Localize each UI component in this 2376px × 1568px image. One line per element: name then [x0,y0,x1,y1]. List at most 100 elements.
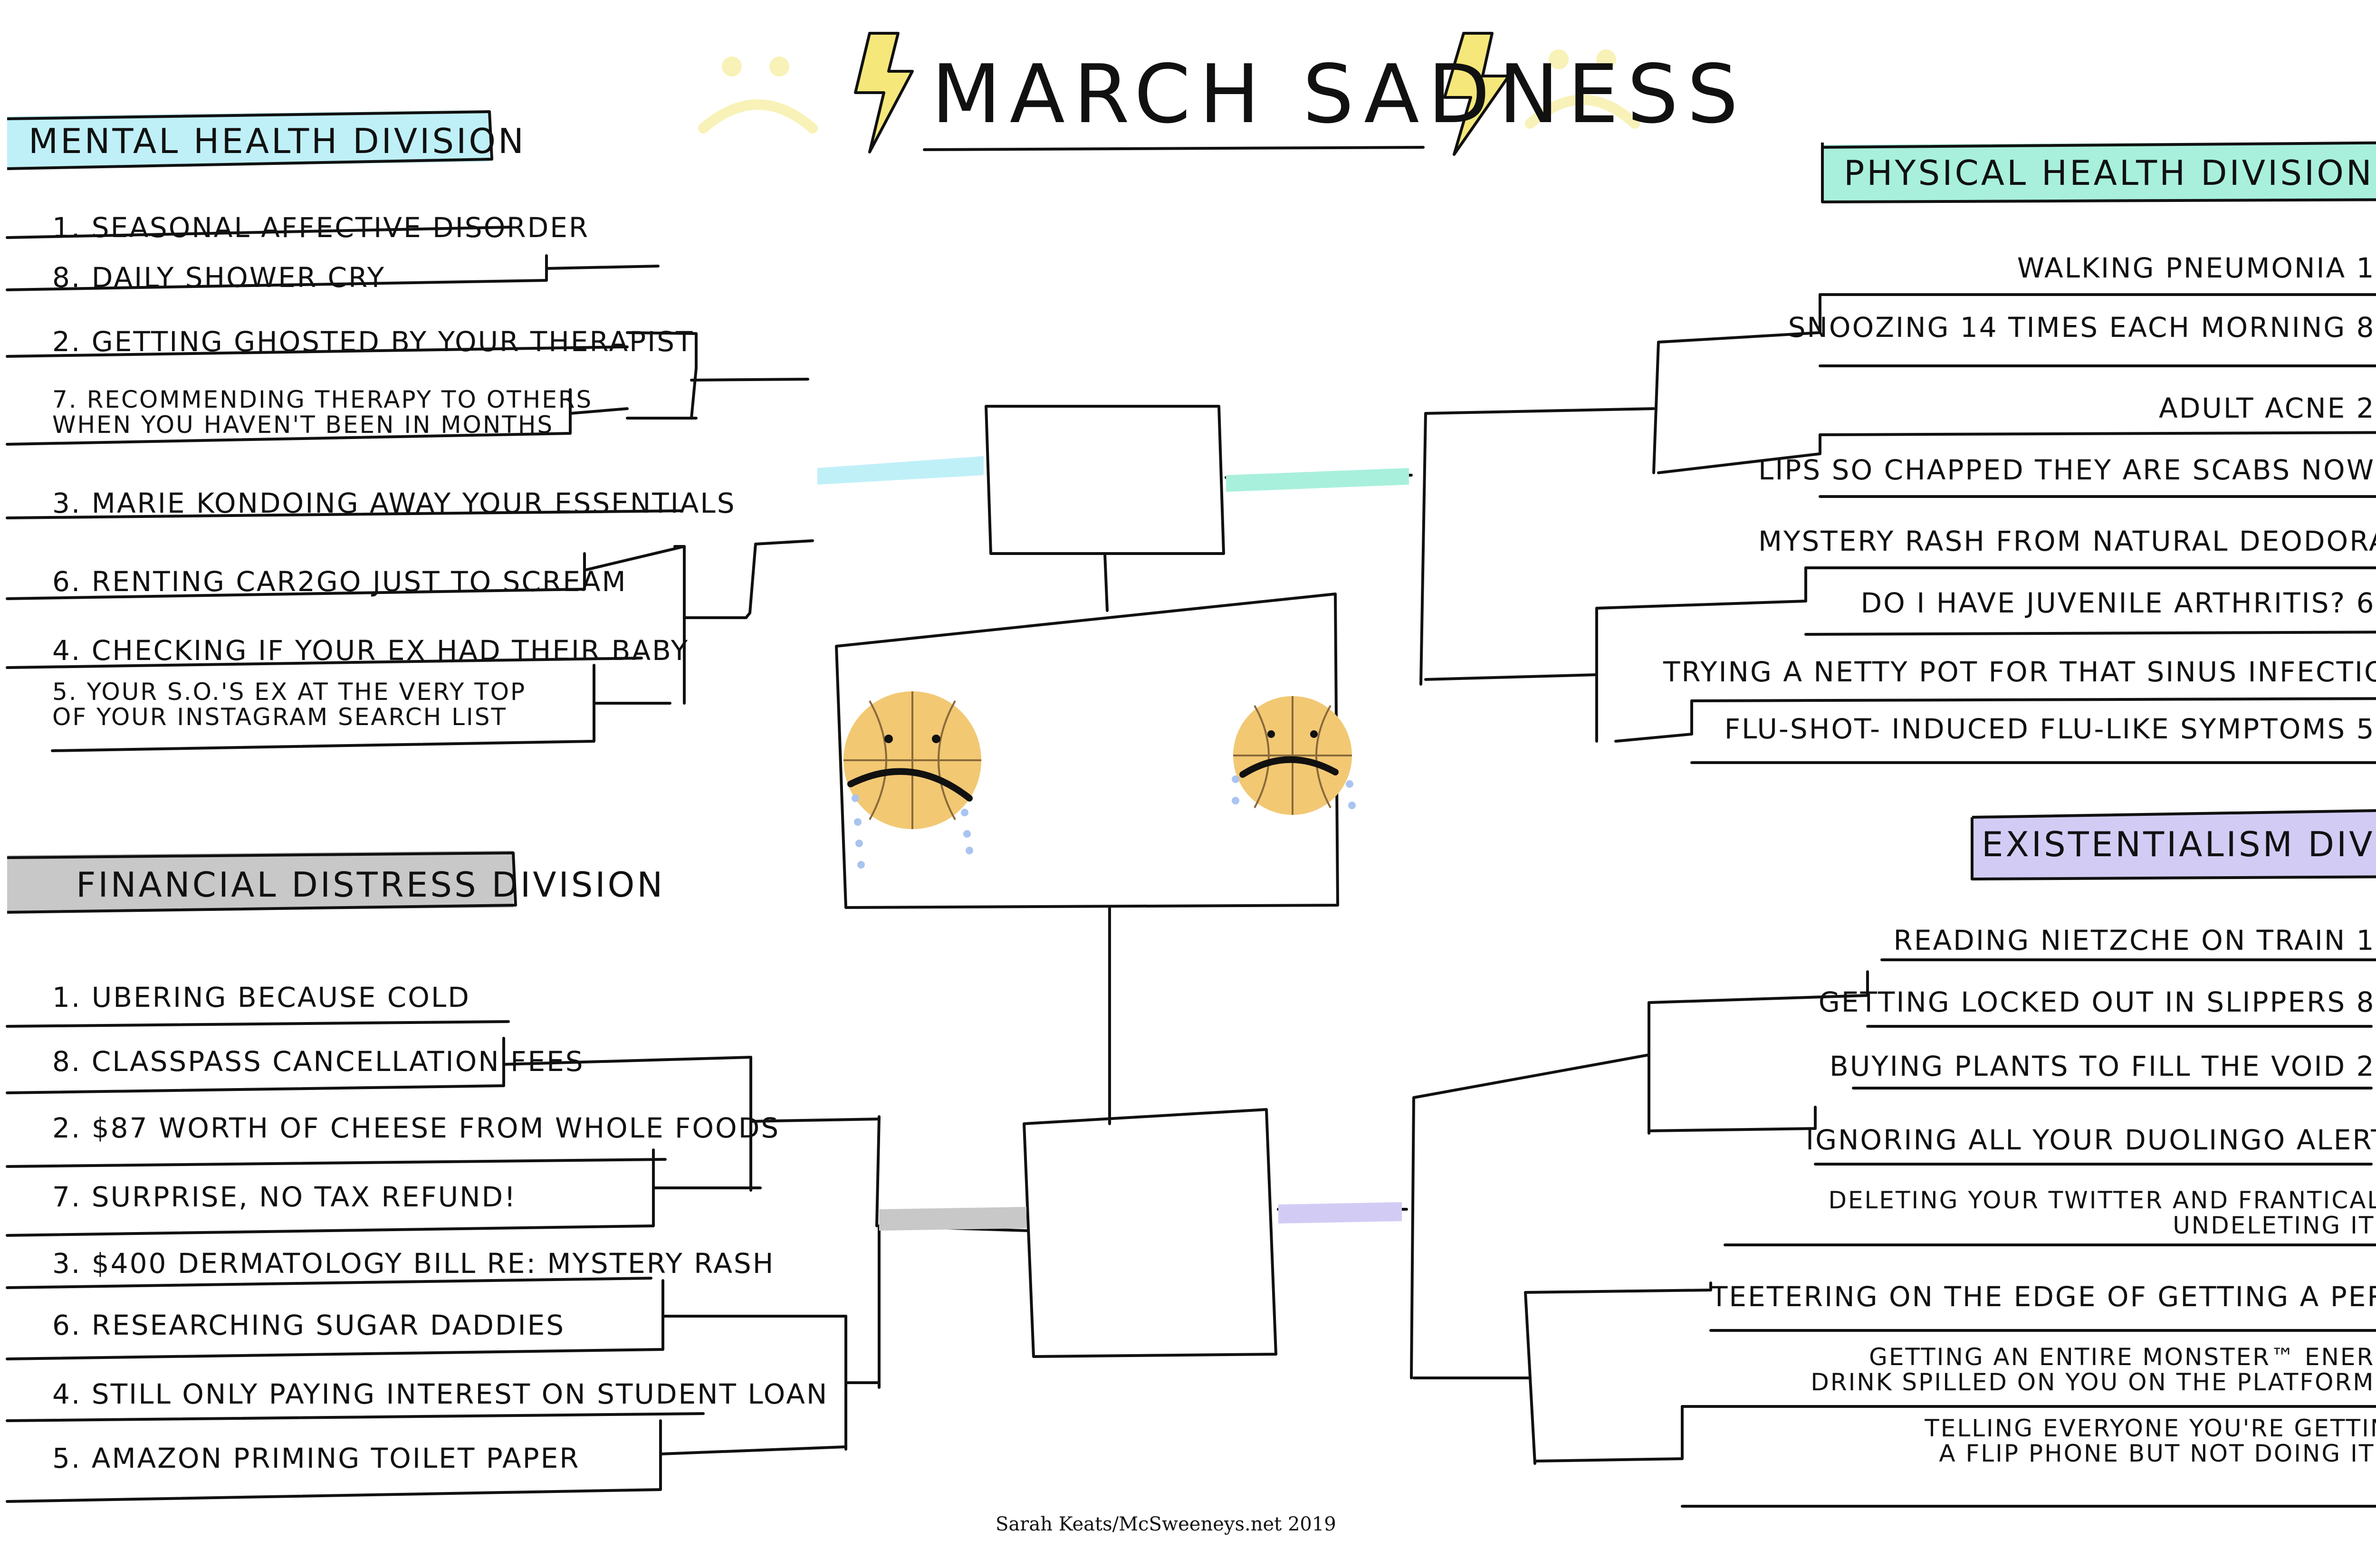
seed-number: 4. [52,634,82,667]
team-name-line: BUYING PLANTS TO FILL THE VOID [1830,1050,2347,1082]
team-name-line: MARIE KONDOING AWAY YOUR ESSENTIALS [91,487,736,519]
team-name: RESEARCHING SUGAR DADDIES [92,1309,565,1341]
team-name: GETTING GHOSTED BY YOUR THERAPIST [92,325,694,358]
team-name: RENTING CAR2GO JUST TO SCREAM [92,565,627,598]
team-name: CLASSPASS CANCELLATION FEES [92,1045,584,1078]
team-name-line: CHECKING IF YOUR EX HAD THEIR BABY [91,634,690,667]
team-name-line: TEETERING ON THE EDGE OF GETTING A PERM [1711,1281,2376,1313]
team-name-line: MYSTERY RASH FROM NATURAL DEODORANT [1758,525,2376,557]
team-name-line: SURPRISE, NO TAX REFUND! [91,1181,517,1213]
seed-number: 1. [52,981,82,1013]
team-slot-existential: TEETERING ON THE EDGE OF GETTING A PERM … [1711,1283,2376,1310]
seed-number: 7. [52,1181,82,1213]
team-name: UBERING BECAUSE COLD [92,981,470,1013]
team-name: DAILY SHOWER CRY [92,261,385,294]
team-name-line: A FLIP PHONE BUT NOT DOING IT [1939,1439,2375,1467]
team-name: DO I HAVE JUVENILE ARTHRITIS? [1860,587,2346,619]
team-name: CHECKING IF YOUR EX HAD THEIR BABY [92,634,689,667]
team-name-line: READING NIETZCHE ON TRAIN [1893,924,2347,956]
seed-number: 5. [2356,713,2376,745]
team-name-line: DO I HAVE JUVENILE ARTHRITIS? [1860,587,2347,619]
team-name-line: DRINK SPILLED ON YOU ON THE PLATFORM [1811,1368,2375,1396]
team-name: TEETERING ON THE EDGE OF GETTING A PERM [1711,1281,2376,1313]
team-slot-financial: 7. SURPRISE, NO TAX REFUND! [52,1183,670,1211]
team-slot-physical: FLU-SHOT- INDUCED FLU-LIKE SYMPTOMS 5. [1663,715,2376,743]
division-title-mental: MENTAL HEALTH DIVISION [29,121,526,161]
team-name: READING NIETZCHE ON TRAIN [1894,924,2347,956]
team-name: SURPRISE, NO TAX REFUND! [92,1181,517,1213]
team-slot-existential: GETTING LOCKED OUT IN SLIPPERS 8. [1806,988,2376,1016]
team-name-line: WALKING PNEUMONIA [2017,252,2347,284]
seed-number: 8. [52,1045,82,1078]
team-name-line: WHEN YOU HAVEN'T BEEN IN MONTHS [52,411,554,439]
mental-highlight [7,110,489,169]
seed-number: 8. [2356,986,2376,1018]
team-name: BUYING PLANTS TO FILL THE VOID [1830,1050,2346,1082]
division-title-financial: FINANCIAL DISTRESS DIVISION [76,865,665,905]
team-name: SNOOZING 14 TIMES EACH MORNING [1788,311,2347,344]
division-title-physical: PHYSICAL HEALTH DIVISION [1844,153,2374,193]
seed-number: 5. [52,1442,82,1474]
seed-number: 8. [52,261,82,294]
seed-number: 1. [2356,924,2376,956]
financial-highlight [7,851,513,912]
frown-icon [698,57,818,134]
team-name: FLU-SHOT- INDUCED FLU-LIKE SYMPTOMS [1725,713,2346,745]
team-name: $87 WORTH OF CHEESE FROM WHOLE FOODS [92,1112,780,1144]
team-slot-existential: BUYING PLANTS TO FILL THE VOID 2. [1806,1052,2376,1080]
team-name-line: SEASONAL AFFECTIVE DISORDER [91,211,590,244]
team-name-line: UBERING BECAUSE COLD [91,981,470,1013]
team-name: MYSTERY RASH FROM NATURAL DEODORANT [1758,525,2376,557]
team-name-line: FLU-SHOT- INDUCED FLU-LIKE SYMPTOMS [1724,713,2347,745]
team-name-line: LIPS SO CHAPPED THEY ARE SCABS NOW [1758,454,2376,486]
credit-line: Sarah Keats/McSweeneys.net 2019 [996,1513,1336,1535]
team-name: IGNORING ALL YOUR DUOLINGO ALERTS [1806,1124,2376,1156]
team-name-line: GETTING GHOSTED BY YOUR THERAPIST [91,325,694,358]
team-name-line: TELLING EVERYONE YOU'RE GETTING [1925,1415,2376,1442]
team-name: LIPS SO CHAPPED THEY ARE SCABS NOW [1758,454,2375,486]
team-slot-physical: DO I HAVE JUVENILE ARTHRITIS? 6. [1758,589,2376,617]
team-slot-financial: 4. STILL ONLY PAYING INTEREST ON STUDENT… [52,1380,827,1408]
team-name-line: GETTING LOCKED OUT IN SLIPPERS [1818,986,2347,1018]
existential-highlight [1972,810,2376,879]
crying-basketball-icon [1232,696,1356,815]
team-slot-mental: 1. SEASONAL AFFECTIVE DISORDER [52,214,670,241]
seed-number: 2. [52,325,82,358]
team-name-line: RECOMMENDING THERAPY TO OTHERS [86,386,593,413]
seed-number: 7. [52,386,78,413]
seed-number: 5. [52,678,78,706]
team-name-line: GETTING AN ENTIRE MONSTER™ ENERGY [1869,1343,2376,1371]
team-slot-mental: 8. DAILY SHOWER CRY [52,264,551,291]
team-name-line: CLASSPASS CANCELLATION FEES [91,1045,584,1078]
team-name-line: IGNORING ALL YOUR DUOLINGO ALERTS [1806,1124,2376,1156]
seed-number: 2. [2356,392,2376,424]
team-slot-financial: 8. CLASSPASS CANCELLATION FEES [52,1048,599,1075]
team-name-line: STILL ONLY PAYING INTEREST ON STUDENT LO… [91,1378,829,1410]
team-name-line: SNOOZING 14 TIMES EACH MORNING [1788,311,2347,344]
team-slot-existential: READING NIETZCHE ON TRAIN 1. [1806,927,2376,954]
team-slot-mental: 6. RENTING CAR2GO JUST TO SCREAM [52,568,626,595]
team-slot-mental: 4. CHECKING IF YOUR EX HAD THEIR BABY [52,634,688,667]
team-name-line: YOUR S.O.'S EX AT THE VERY TOP [86,678,527,706]
lightning-bolt-icon [854,32,914,153]
team-slot-financial: 2. $87 WORTH OF CHEESE FROM WHOLE FOODS [52,1114,778,1142]
seed-number: 3. [52,487,82,519]
team-slot-physical: MYSTERY RASH FROM NATURAL DEODORANT 3. [1758,527,2376,555]
seed-number: 8. [2356,311,2376,344]
team-name-line: DELETING YOUR TWITTER AND FRANTICALLY [1828,1186,2376,1214]
lightning-bolt-icon [1443,32,1510,156]
team-slot-financial: 3. $400 DERMATOLOGY BILL RE: MYSTERY RAS… [52,1250,773,1277]
team-slot-financial: 1. UBERING BECAUSE COLD [52,984,623,1011]
frown-icon [1525,49,1640,129]
team-name: MARIE KONDOING AWAY YOUR ESSENTIALS [92,487,736,519]
seed-number: 1. [52,211,82,244]
team-name: $400 DERMATOLOGY BILL RE: MYSTERY RASH [92,1247,775,1280]
team-name: STILL ONLY PAYING INTEREST ON STUDENT LO… [92,1378,829,1410]
